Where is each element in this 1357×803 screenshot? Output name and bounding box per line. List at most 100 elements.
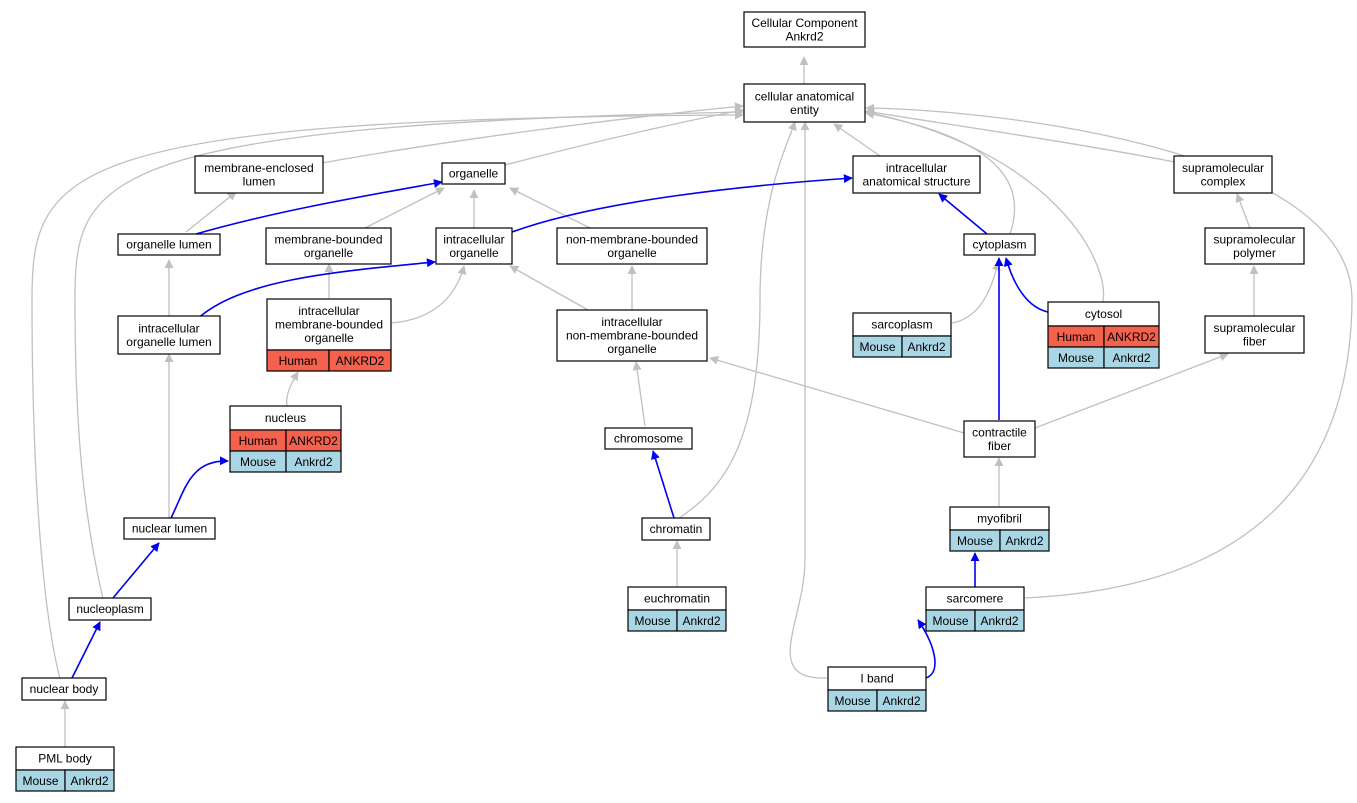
node-label: cellular anatomical [755, 89, 854, 103]
species-label: Mouse [634, 614, 670, 628]
node-box [556, 309, 708, 362]
gene-cell [285, 450, 342, 473]
gene-label: Ankrd2 [1005, 534, 1043, 548]
node-box [852, 155, 981, 194]
node-box [21, 677, 107, 701]
node-box [1204, 315, 1305, 354]
node-box [1204, 227, 1305, 265]
gene-label: Ankrd2 [1112, 351, 1150, 365]
node-box [556, 227, 708, 265]
species-label: Mouse [240, 455, 276, 469]
node-label: I band [860, 672, 893, 686]
node-cytoplasm[interactable]: cytoplasm [963, 233, 1036, 256]
node-chromosome[interactable]: chromosome [604, 427, 693, 450]
node-box [604, 427, 693, 450]
gene-cell [876, 689, 927, 712]
species-label: Mouse [957, 534, 993, 548]
edge-cytosol-cae [865, 109, 1105, 303]
node-label: intracellular [443, 232, 504, 246]
gene-cell [328, 349, 392, 372]
species-label: Mouse [1058, 351, 1094, 365]
gene-cell [974, 609, 1025, 632]
node-label: non-membrane-bounded [566, 329, 698, 343]
edge-mel-cae [321, 102, 744, 164]
edge-chromosome-inmbo [632, 361, 646, 427]
node-box [265, 227, 392, 265]
node-label: entity [790, 103, 819, 117]
node-nucbody[interactable]: nuclear body [21, 677, 107, 701]
node-box [1173, 155, 1273, 194]
species-label: Mouse [859, 340, 895, 354]
node-label: chromatin [650, 522, 703, 536]
node-label: intracellular [601, 315, 662, 329]
node-nuclumen[interactable]: nuclear lumen [123, 517, 216, 540]
edge-ias-cae [833, 123, 881, 157]
node-label: organelle lumen [126, 335, 211, 349]
node-organelle[interactable]: organelle [441, 162, 506, 185]
node-box [743, 83, 866, 123]
node-label: organelle lumen [126, 238, 211, 252]
node-box [117, 233, 221, 256]
edge-iband-cae [789, 121, 828, 679]
edge-chromatin-cae [677, 121, 797, 520]
edge-orglumen-mel [185, 191, 237, 233]
node-box [441, 162, 506, 185]
node-label: polymer [1233, 246, 1276, 260]
node-label: cytoplasm [972, 238, 1026, 252]
node-label: PML body [38, 752, 92, 766]
edge-nucbody-nucleoplasm [71, 621, 101, 679]
gene-label: Ankrd2 [882, 694, 920, 708]
node-label: intracellular [298, 304, 359, 318]
edge-organelle-cae [504, 107, 744, 166]
node-label: nucleus [265, 411, 306, 425]
edge-orglumen-organelle [195, 179, 443, 235]
node-nucleoplasm[interactable]: nucleoplasm [68, 597, 152, 621]
node-inmbo[interactable]: intracellularnon-membrane-boundedorganel… [556, 309, 708, 362]
node-chromatin[interactable]: chromatin [641, 517, 711, 541]
gene-label: Ankrd2 [294, 455, 332, 469]
edge-mbo-organelle [364, 187, 445, 229]
gene-label: ANKRD2 [336, 354, 385, 368]
node-label: nucleoplasm [76, 602, 143, 616]
node-orglumen[interactable]: organelle lumen [117, 233, 221, 256]
edge-sarcomere-cae [865, 103, 1353, 599]
node-box [963, 420, 1036, 458]
species-label: Human [1057, 330, 1096, 344]
gene-cell [1103, 346, 1160, 369]
edge-contractile-inmbo [709, 355, 965, 434]
edge-suppoly-supcx [1235, 193, 1251, 229]
gene-cell [901, 335, 952, 358]
node-box [194, 155, 324, 194]
node-label: supramolecular [1182, 161, 1264, 175]
node-box [123, 517, 216, 540]
edge-cytoplasm-ias [938, 193, 988, 235]
node-label: supramolecular [1213, 321, 1295, 335]
edge-iband-sarcomere [917, 619, 936, 679]
node-label: chromosome [614, 432, 684, 446]
node-label: cytosol [1085, 307, 1122, 321]
species-label: Mouse [22, 774, 58, 788]
node-label: membrane-bounded [274, 232, 382, 246]
edge-nucleoplasm-nuclumen [112, 542, 160, 599]
node-imbo[interactable]: intracellularmembrane-boundedorganelleHu… [266, 298, 392, 372]
